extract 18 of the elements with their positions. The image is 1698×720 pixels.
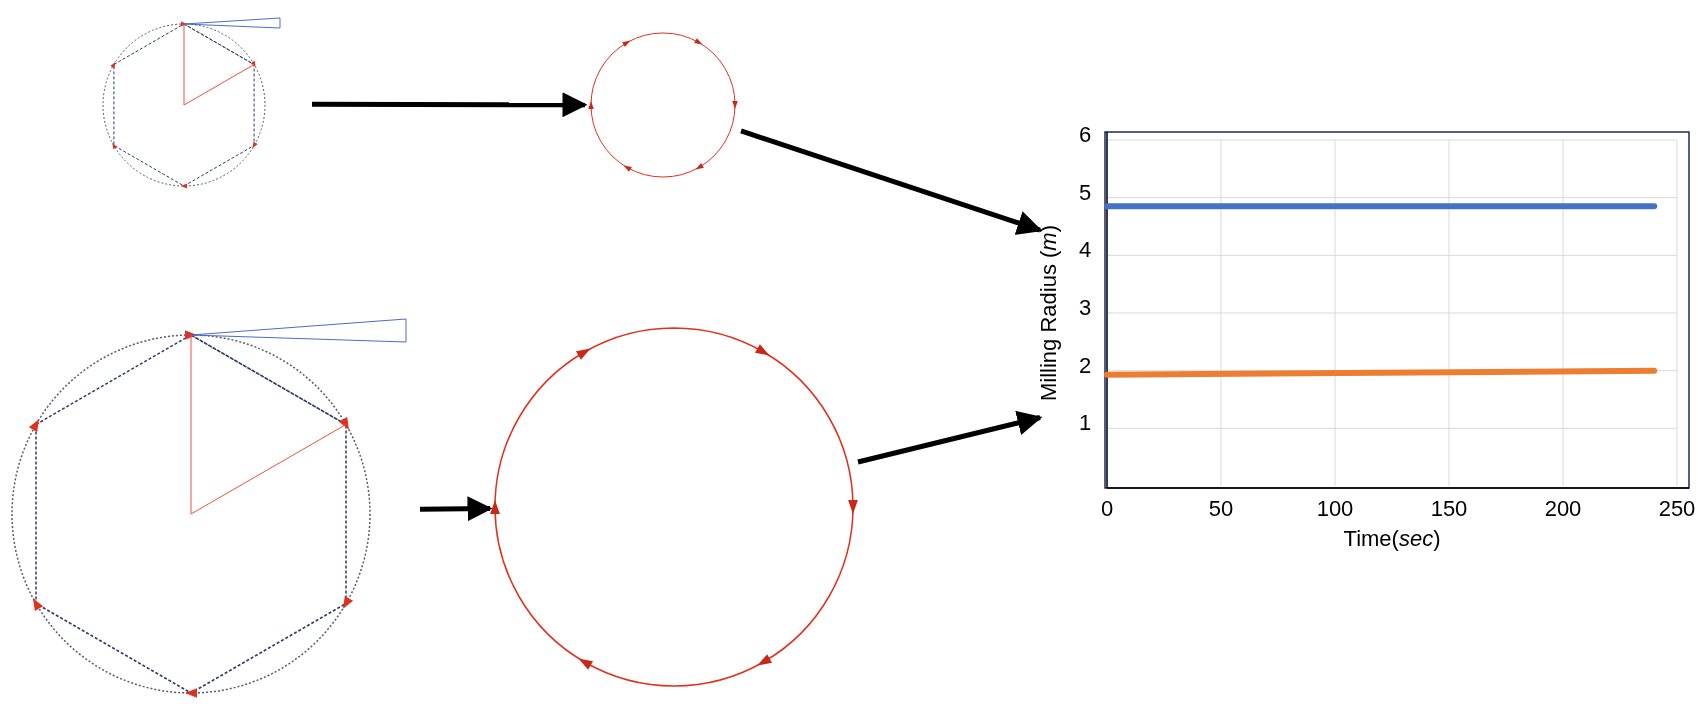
axis-title: Milling Radius (m) xyxy=(1036,225,1062,401)
tick-label: 1 xyxy=(1079,410,1092,437)
tick-label: 4 xyxy=(1079,237,1092,264)
arrow xyxy=(740,128,1043,235)
tick-label: 0 xyxy=(1100,496,1114,522)
tick-label: 250 xyxy=(1658,496,1696,522)
tick-label: 150 xyxy=(1430,496,1468,522)
tick-label: 3 xyxy=(1079,295,1092,321)
tick-label: 100 xyxy=(1316,496,1354,522)
tick-label: 5 xyxy=(1079,179,1092,206)
arrow xyxy=(857,410,1043,465)
axis-title: Time(sec) xyxy=(1343,526,1441,552)
tick-label: 2 xyxy=(1079,352,1092,379)
arrow xyxy=(312,92,588,118)
tick-label: 200 xyxy=(1544,496,1582,522)
arrow xyxy=(419,496,493,522)
tick-label: 6 xyxy=(1079,122,1092,148)
tick-label: 50 xyxy=(1208,496,1234,522)
